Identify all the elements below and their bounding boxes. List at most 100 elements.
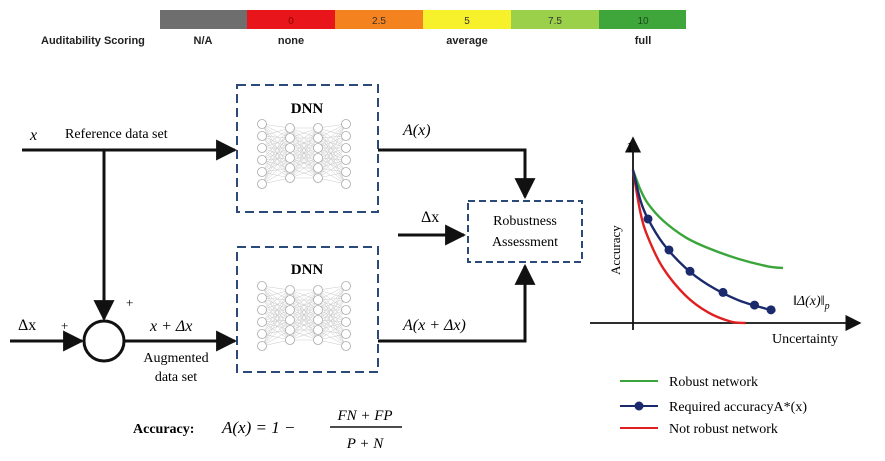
nn-edge — [261, 309, 291, 341]
scale-segment-2-5 — [335, 10, 423, 29]
nn-edge — [261, 147, 291, 169]
nn-node — [341, 281, 351, 291]
nn-edge — [289, 167, 319, 179]
nn-node — [257, 329, 267, 339]
nn-node — [285, 335, 295, 345]
nn-edge — [317, 297, 347, 341]
nn-edge — [289, 127, 319, 159]
nn-edge — [317, 285, 347, 321]
legend-label-robust: Robust network — [669, 375, 758, 390]
nn-edge — [317, 309, 347, 347]
scale-tick-5: 5 — [464, 16, 470, 27]
nn-edge — [317, 137, 347, 173]
nn-node — [285, 315, 295, 325]
nn-edge — [261, 147, 291, 159]
nn-edge — [261, 299, 291, 323]
nn-node — [285, 295, 295, 305]
nn-edge — [317, 289, 347, 335]
nn-node — [257, 143, 267, 153]
nn-edge — [317, 297, 347, 331]
series-layer — [631, 169, 784, 325]
accuracy-denominator: P + N — [346, 436, 385, 452]
nn-edge — [261, 157, 291, 173]
robustness-label-line2: Assessment — [492, 235, 558, 250]
nn-edge — [317, 147, 347, 169]
nn-edge — [289, 127, 319, 149]
nn-edge — [317, 299, 347, 335]
nn-edge — [289, 319, 319, 341]
nn-node — [313, 295, 323, 305]
nn-edge — [261, 135, 291, 179]
nn-edge — [261, 159, 291, 179]
series-not-robust-line — [631, 169, 746, 325]
nn-edge — [317, 147, 347, 159]
nn-edge — [289, 147, 319, 179]
nn-edge — [289, 289, 319, 301]
nn-edge — [261, 319, 291, 347]
robustness-box — [467, 200, 583, 263]
nn-edge — [261, 297, 291, 341]
nn-edge — [289, 127, 319, 139]
nn-edge — [261, 137, 291, 161]
nn-node — [313, 285, 323, 295]
nn-edge — [261, 137, 291, 173]
nn-edge — [261, 137, 291, 149]
nn-edge — [261, 289, 291, 311]
nn-node — [341, 341, 351, 351]
legend-label-not-robust: Not robust network — [669, 422, 778, 437]
series-required-marker — [718, 287, 728, 297]
ax-aug-output-arrow — [378, 263, 536, 343]
nn-edge — [261, 137, 291, 185]
nn-edge — [317, 135, 347, 149]
nn-edge — [261, 285, 291, 331]
nn-node — [313, 153, 323, 163]
scale-segment-0 — [247, 10, 335, 29]
nn-edge — [317, 289, 347, 323]
nn-node — [285, 173, 295, 183]
accuracy-numerator: FN + FP — [336, 408, 392, 424]
nn-edge — [317, 137, 347, 185]
nn-node — [341, 155, 351, 165]
nn-edge — [261, 147, 291, 173]
norm-label-sub: p — [824, 301, 830, 312]
nn-edge — [317, 123, 347, 149]
nn-edge — [317, 299, 347, 323]
nn-edge — [261, 127, 291, 161]
nn-edge — [317, 123, 347, 139]
nn-edge — [261, 123, 291, 169]
scale-segment-7-5 — [511, 10, 599, 29]
delta-x-input-label: Δx — [18, 317, 36, 334]
nn-edge — [317, 127, 347, 161]
dnn-title-bottom: DNN — [291, 262, 324, 278]
nn-edge — [317, 127, 347, 149]
nn-edge — [261, 123, 291, 159]
nn-edge — [261, 289, 291, 335]
nn-edge — [289, 289, 319, 321]
nn-node — [285, 133, 295, 143]
nn-edge — [261, 309, 291, 323]
nn-edge — [289, 289, 319, 311]
nn-edge — [289, 157, 319, 179]
augmented-label-line2: data set — [155, 370, 197, 385]
nn-node — [313, 163, 323, 173]
scale-tick-7-5: 7.5 — [548, 16, 562, 27]
series-robust-line — [631, 169, 784, 270]
robustness-label-line1: Robustness — [493, 214, 557, 229]
nn-edge — [317, 297, 347, 311]
nn-edge — [317, 285, 347, 331]
nn-node — [313, 133, 323, 143]
nn-node — [257, 281, 267, 291]
nn-node — [341, 179, 351, 189]
nn-edge — [261, 309, 291, 331]
nn-node — [285, 143, 295, 153]
nn-edge — [317, 127, 347, 173]
y-tick-1: 1 — [626, 140, 634, 156]
series-required-marker — [685, 266, 695, 276]
nn-edge — [289, 329, 319, 341]
x-label: x — [29, 127, 37, 144]
nn-node — [257, 305, 267, 315]
nn-node — [285, 123, 295, 133]
nn-node — [341, 143, 351, 153]
nn-edge — [317, 137, 347, 161]
neural-network-icon — [257, 119, 351, 189]
